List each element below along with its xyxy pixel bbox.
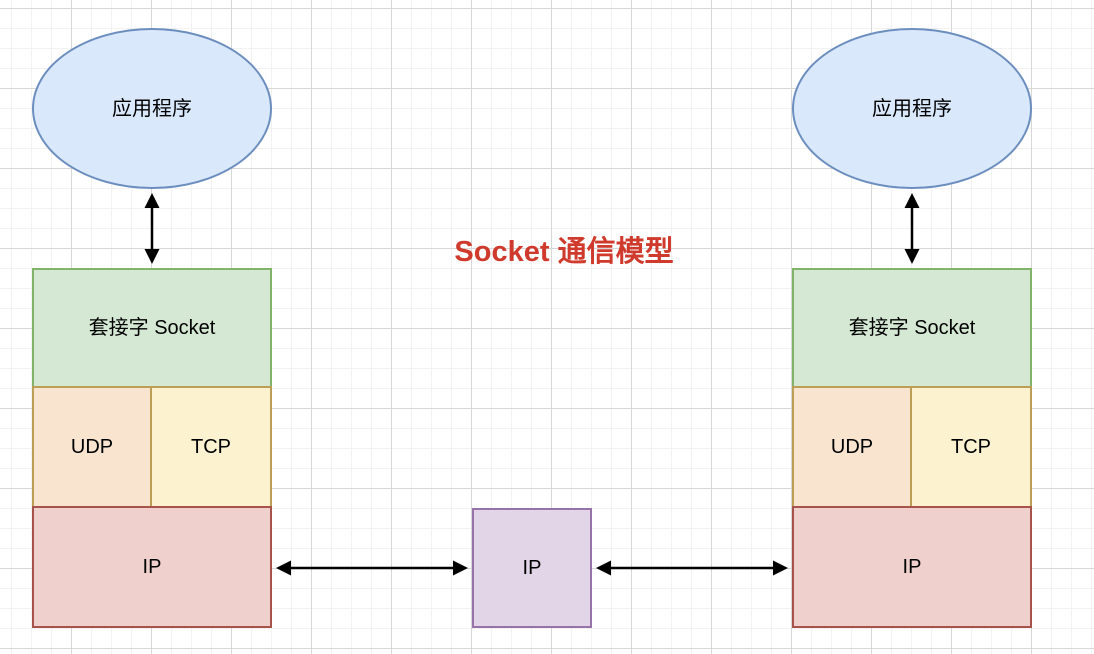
left-tcp-label: TCP <box>191 436 231 458</box>
right-udp-box: UDP <box>792 386 912 508</box>
right-socket-label: 套接字 Socket <box>848 317 976 339</box>
right-udp-label: UDP <box>830 436 874 458</box>
diagram-title: Socket 通信模型 <box>454 236 674 268</box>
right-ip-label: IP <box>902 556 922 578</box>
left-application-ellipse: 应用程序 <box>32 28 272 189</box>
left-application-label: 应用程序 <box>112 97 192 120</box>
right-socket-box: 套接字 Socket <box>792 268 1032 388</box>
network-ip-label: IP <box>522 557 542 579</box>
left-udp-label: UDP <box>70 436 114 458</box>
right-application-ellipse: 应用程序 <box>792 28 1032 189</box>
left-tcp-box: TCP <box>150 386 272 508</box>
right-application-label: 应用程序 <box>872 97 952 120</box>
left-socket-label: 套接字 Socket <box>88 317 216 339</box>
right-host-stack: 应用程序 套接字 Socket UDP TCP IP <box>792 0 1032 654</box>
right-ip-box: IP <box>792 506 1032 628</box>
left-socket-box: 套接字 Socket <box>32 268 272 388</box>
left-ip-box: IP <box>32 506 272 628</box>
left-ip-label: IP <box>142 556 162 578</box>
right-tcp-box: TCP <box>910 386 1032 508</box>
left-udp-box: UDP <box>32 386 152 508</box>
left-host-stack: 应用程序 套接字 Socket UDP TCP IP <box>32 0 272 654</box>
network-ip-box: IP <box>472 508 592 628</box>
right-tcp-label: TCP <box>951 436 991 458</box>
